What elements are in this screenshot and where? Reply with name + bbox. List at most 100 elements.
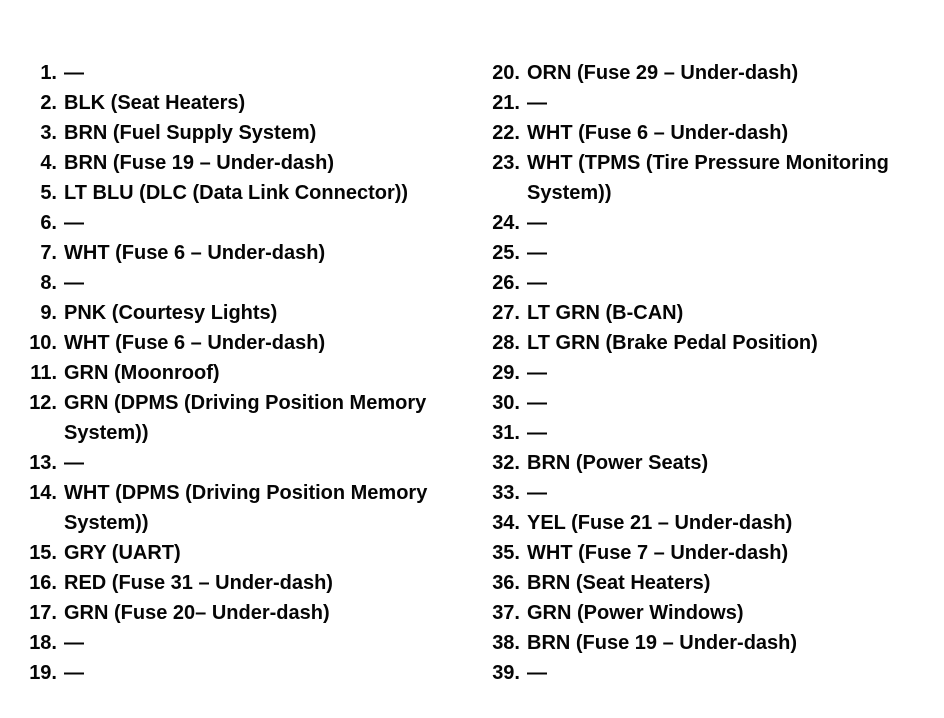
item-number: 7. [40, 242, 57, 264]
list-item: 18. — [25, 628, 427, 658]
list-item: 33. — [492, 478, 889, 508]
list-item: 11. GRN (Moonroof) [25, 358, 427, 388]
item-text: WHT (Fuse 6 – Under-dash) [64, 332, 326, 354]
item-text: RED (Fuse 31 – Under-dash) [64, 572, 333, 594]
item-number: 38. [492, 632, 520, 654]
list-item: 30. — [492, 388, 889, 418]
legend-column-right: 20. ORN (Fuse 29 – Under-dash) 21. — 22.… [492, 58, 889, 688]
item-text: BRN (Fuel Supply System) [64, 122, 317, 144]
item-text: WHT (DPMS (Driving Position Memory Syste… [64, 482, 428, 534]
list-item: 3. BRN (Fuel Supply System) [25, 118, 427, 148]
item-text: ORN (Fuse 29 – Under-dash) [527, 62, 799, 84]
item-number: 36. [492, 572, 520, 594]
item-number: 23. [492, 152, 520, 174]
item-number: 8. [40, 272, 57, 294]
list-item: 37. GRN (Power Windows) [492, 598, 889, 628]
item-text: WHT (Fuse 6 – Under-dash) [64, 242, 326, 264]
list-item: 38. BRN (Fuse 19 – Under-dash) [492, 628, 889, 658]
list-item: 14. WHT (DPMS (Driving Position Memory S… [25, 478, 427, 538]
item-text: BRN (Power Seats) [527, 452, 709, 474]
item-number: 14. [29, 482, 57, 504]
item-number: 21. [492, 92, 520, 114]
list-item: 19. — [25, 658, 427, 688]
item-text: — [527, 362, 547, 384]
item-number: 24. [492, 212, 520, 234]
list-item: 26. — [492, 268, 889, 298]
item-number: 4. [40, 152, 57, 174]
list-item: 4. BRN (Fuse 19 – Under-dash) [25, 148, 427, 178]
item-text: — [527, 392, 547, 414]
item-text: — [64, 452, 84, 474]
item-text: — [527, 422, 547, 444]
list-item: 34. YEL (Fuse 21 – Under-dash) [492, 508, 889, 538]
item-number: 30. [492, 392, 520, 414]
list-item: 5. LT BLU (DLC (Data Link Connector)) [25, 178, 427, 208]
item-text: GRN (Fuse 20– Under-dash) [64, 602, 330, 624]
item-number: 9. [40, 302, 57, 324]
item-number: 34. [492, 512, 520, 534]
item-text: — [64, 632, 84, 654]
item-text: WHT (TPMS (Tire Pressure Monitoring Syst… [527, 152, 889, 204]
list-item: 31. — [492, 418, 889, 448]
item-text: BLK (Seat Heaters) [64, 92, 246, 114]
item-number: 11. [30, 362, 57, 384]
item-number: 29. [492, 362, 520, 384]
item-text: — [64, 212, 84, 234]
item-number: 12. [29, 392, 57, 414]
item-number: 13. [29, 452, 57, 474]
item-text: LT GRN (B-CAN) [527, 302, 684, 324]
item-number: 33. [492, 482, 520, 504]
list-item: 13. — [25, 448, 427, 478]
item-number: 18. [29, 632, 57, 654]
list-item: 16. RED (Fuse 31 – Under-dash) [25, 568, 427, 598]
list-item: 15. GRY (UART) [25, 538, 427, 568]
item-number: 25. [492, 242, 520, 264]
item-number: 22. [492, 122, 520, 144]
item-number: 26. [492, 272, 520, 294]
list-item: 36. BRN (Seat Heaters) [492, 568, 889, 598]
list-item: 6. — [25, 208, 427, 238]
item-text: GRN (Power Windows) [527, 602, 744, 624]
list-item: 32. BRN (Power Seats) [492, 448, 889, 478]
list-item: 8. — [25, 268, 427, 298]
list-item: 21. — [492, 88, 889, 118]
item-number: 10. [29, 332, 57, 354]
item-text: LT GRN (Brake Pedal Position) [527, 332, 818, 354]
item-number: 35. [492, 542, 520, 564]
list-item: 20. ORN (Fuse 29 – Under-dash) [492, 58, 889, 88]
item-text: BRN (Seat Heaters) [527, 572, 711, 594]
item-text: — [64, 272, 84, 294]
list-item: 25. — [492, 238, 889, 268]
item-text: WHT (Fuse 6 – Under-dash) [527, 122, 789, 144]
list-item: 10. WHT (Fuse 6 – Under-dash) [25, 328, 427, 358]
item-text: WHT (Fuse 7 – Under-dash) [527, 542, 789, 564]
item-number: 37. [492, 602, 520, 624]
item-number: 39. [492, 662, 520, 684]
item-text: BRN (Fuse 19 – Under-dash) [64, 152, 335, 174]
item-text: LT BLU (DLC (Data Link Connector)) [64, 182, 409, 204]
list-item: 27. LT GRN (B-CAN) [492, 298, 889, 328]
item-text: BRN (Fuse 19 – Under-dash) [527, 632, 798, 654]
item-number: 15. [29, 542, 57, 564]
item-number: 1. [40, 62, 57, 84]
item-number: 16. [29, 572, 57, 594]
item-text: GRN (DPMS (Driving Position Memory Syste… [64, 392, 427, 444]
item-text: — [527, 242, 547, 264]
item-number: 6. [40, 212, 57, 234]
list-item: 29. — [492, 358, 889, 388]
item-text: — [527, 662, 547, 684]
legend-column-left: 1. — 2. BLK (Seat Heaters) 3. BRN (Fuel … [25, 58, 427, 688]
item-number: 27. [492, 302, 520, 324]
list-item: 39. — [492, 658, 889, 688]
item-number: 31. [492, 422, 520, 444]
item-number: 17. [29, 602, 57, 624]
item-text: YEL (Fuse 21 – Under-dash) [527, 512, 793, 534]
list-item: 22. WHT (Fuse 6 – Under-dash) [492, 118, 889, 148]
item-text: — [527, 212, 547, 234]
item-text: — [64, 62, 84, 84]
list-item: 9. PNK (Courtesy Lights) [25, 298, 427, 328]
list-item: 23. WHT (TPMS (Tire Pressure Monitoring … [492, 148, 889, 208]
item-number: 28. [492, 332, 520, 354]
list-item: 35. WHT (Fuse 7 – Under-dash) [492, 538, 889, 568]
